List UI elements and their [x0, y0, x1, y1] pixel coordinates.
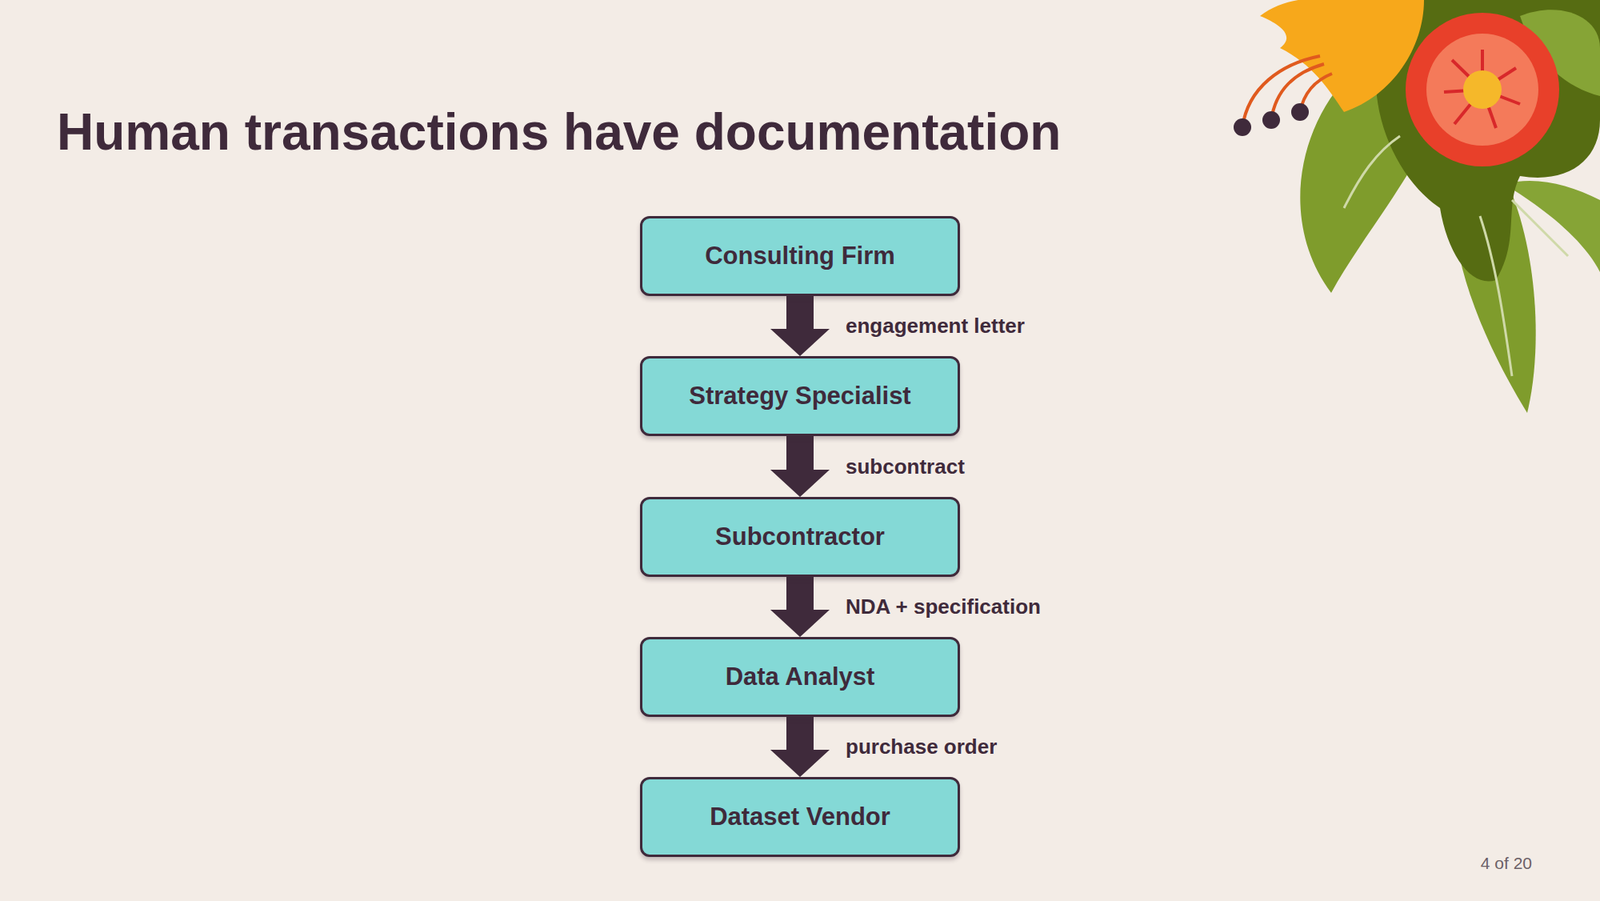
edge-label: engagement letter [844, 313, 1027, 339]
flow-arrow [770, 716, 830, 777]
process-box: Dataset Vendor [640, 776, 960, 857]
box-label: Consulting Firm [704, 241, 896, 271]
orange-petals [1260, 0, 1424, 112]
flow-arrow [770, 436, 830, 497]
berry-stems [1242, 56, 1332, 128]
process-box: Consulting Firm [640, 216, 960, 296]
process-box: Data Analyst [640, 636, 960, 717]
box-label: Dataset Vendor [709, 802, 891, 832]
red-flower [1405, 12, 1560, 167]
box-label: Subcontractor [715, 522, 885, 552]
edge-label: NDA + specification [844, 594, 1043, 620]
box-label: Strategy Specialist [688, 381, 911, 411]
slide-title: Human transactions have documentation [56, 102, 1061, 162]
page-number: 4 of 20 [1480, 853, 1532, 873]
edge-label: purchase order [844, 734, 999, 760]
process-box: Subcontractor [640, 496, 960, 577]
flow-arrow [770, 296, 830, 356]
box-label: Data Analyst [725, 662, 876, 692]
flow-arrow [770, 576, 830, 637]
edge-label: subcontract [844, 454, 967, 480]
process-box: Strategy Specialist [640, 356, 960, 436]
berries [1233, 103, 1309, 136]
